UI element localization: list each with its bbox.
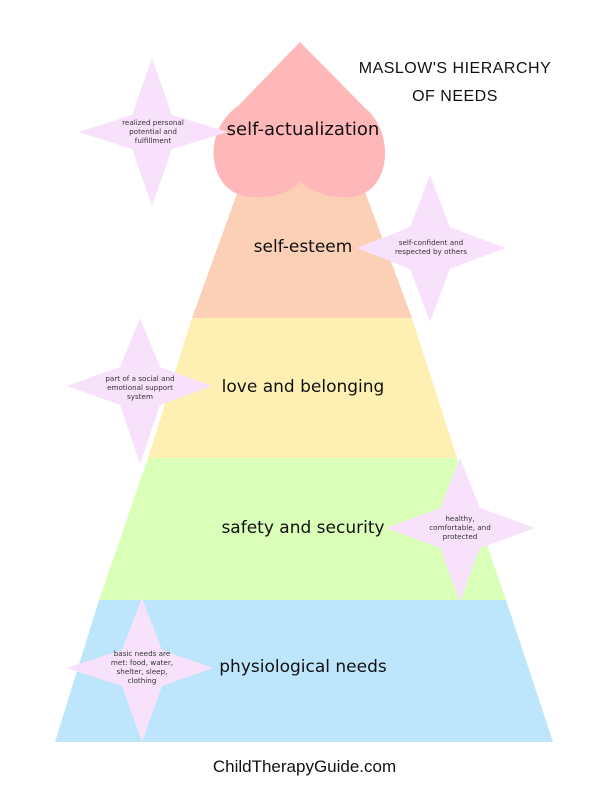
footer-website: ChildTherapyGuide.com — [212, 757, 397, 776]
note-safety: healthy, comfortable, and protected — [429, 514, 491, 541]
note-self-actualization: realized personal potential and fulfillm… — [122, 118, 184, 145]
note-star-self-actualization — [78, 58, 228, 206]
level-love-label: love and belonging — [221, 377, 385, 397]
level-safety-label: safety and security — [221, 518, 385, 538]
note-star-self-esteem — [357, 175, 505, 322]
diagram-title-line-1: MASLOW'S HIERARCHY — [358, 60, 552, 77]
note-love: part of a social and emotional support s… — [105, 374, 175, 401]
diagram-title-line-2: OF NEEDS — [412, 88, 498, 105]
note-star-love — [67, 318, 212, 464]
level-self-actualization-label: self-actualization — [226, 119, 380, 140]
note-star-physiological — [66, 598, 213, 742]
level-self-actualization-band — [213, 42, 386, 198]
note-self-esteem: self-confident and respected by others — [395, 238, 467, 256]
level-safety-band — [99, 458, 506, 600]
note-star-safety — [386, 458, 535, 602]
level-love-band — [148, 318, 457, 458]
level-self-esteem-label: self-esteem — [253, 237, 353, 257]
level-physiological-band — [55, 600, 553, 742]
note-physiological: basic needs are met: food, water, shelte… — [110, 649, 174, 685]
level-physiological-label: physiological needs — [219, 657, 387, 677]
